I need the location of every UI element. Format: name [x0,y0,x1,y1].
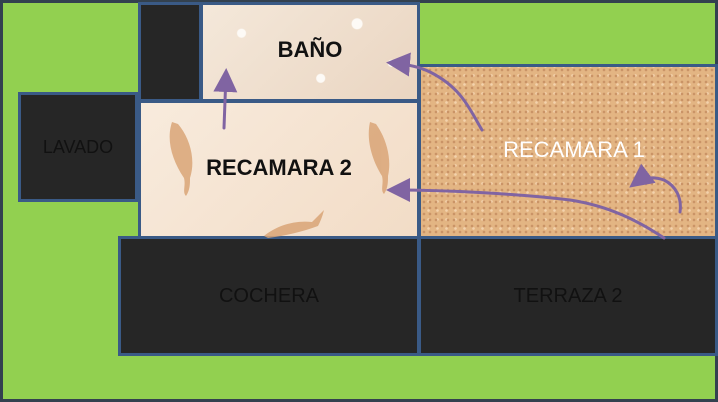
arrow-recamara2-to-bano [213,68,238,130]
room-cochera-label: COCHERA [218,284,319,307]
room-lavado: LAVADO [18,92,138,202]
fish-icon [169,122,193,196]
room-lavado-label: LAVADO [42,136,114,157]
room-recamara-2-label: RECAMARA 2 [206,155,352,180]
room-recamara-1-label: RECAMARA 1 [503,137,645,162]
room-recamara-1: RECAMARA 1 [418,64,718,240]
unlabeled-dark-area [138,2,202,102]
arrow-recamara1-to-recamara2 [386,178,666,240]
room-terraza-2-label: TERRAZA 2 [513,284,623,307]
arrow-curl-recamara1 [629,163,682,214]
room-bano-label: BAÑO [277,37,343,62]
arrow-recamara1-to-bano [386,52,484,132]
fish-icon [368,122,390,194]
room-terraza-2: TERRAZA 2 [418,236,718,356]
fish-icon [264,210,324,238]
